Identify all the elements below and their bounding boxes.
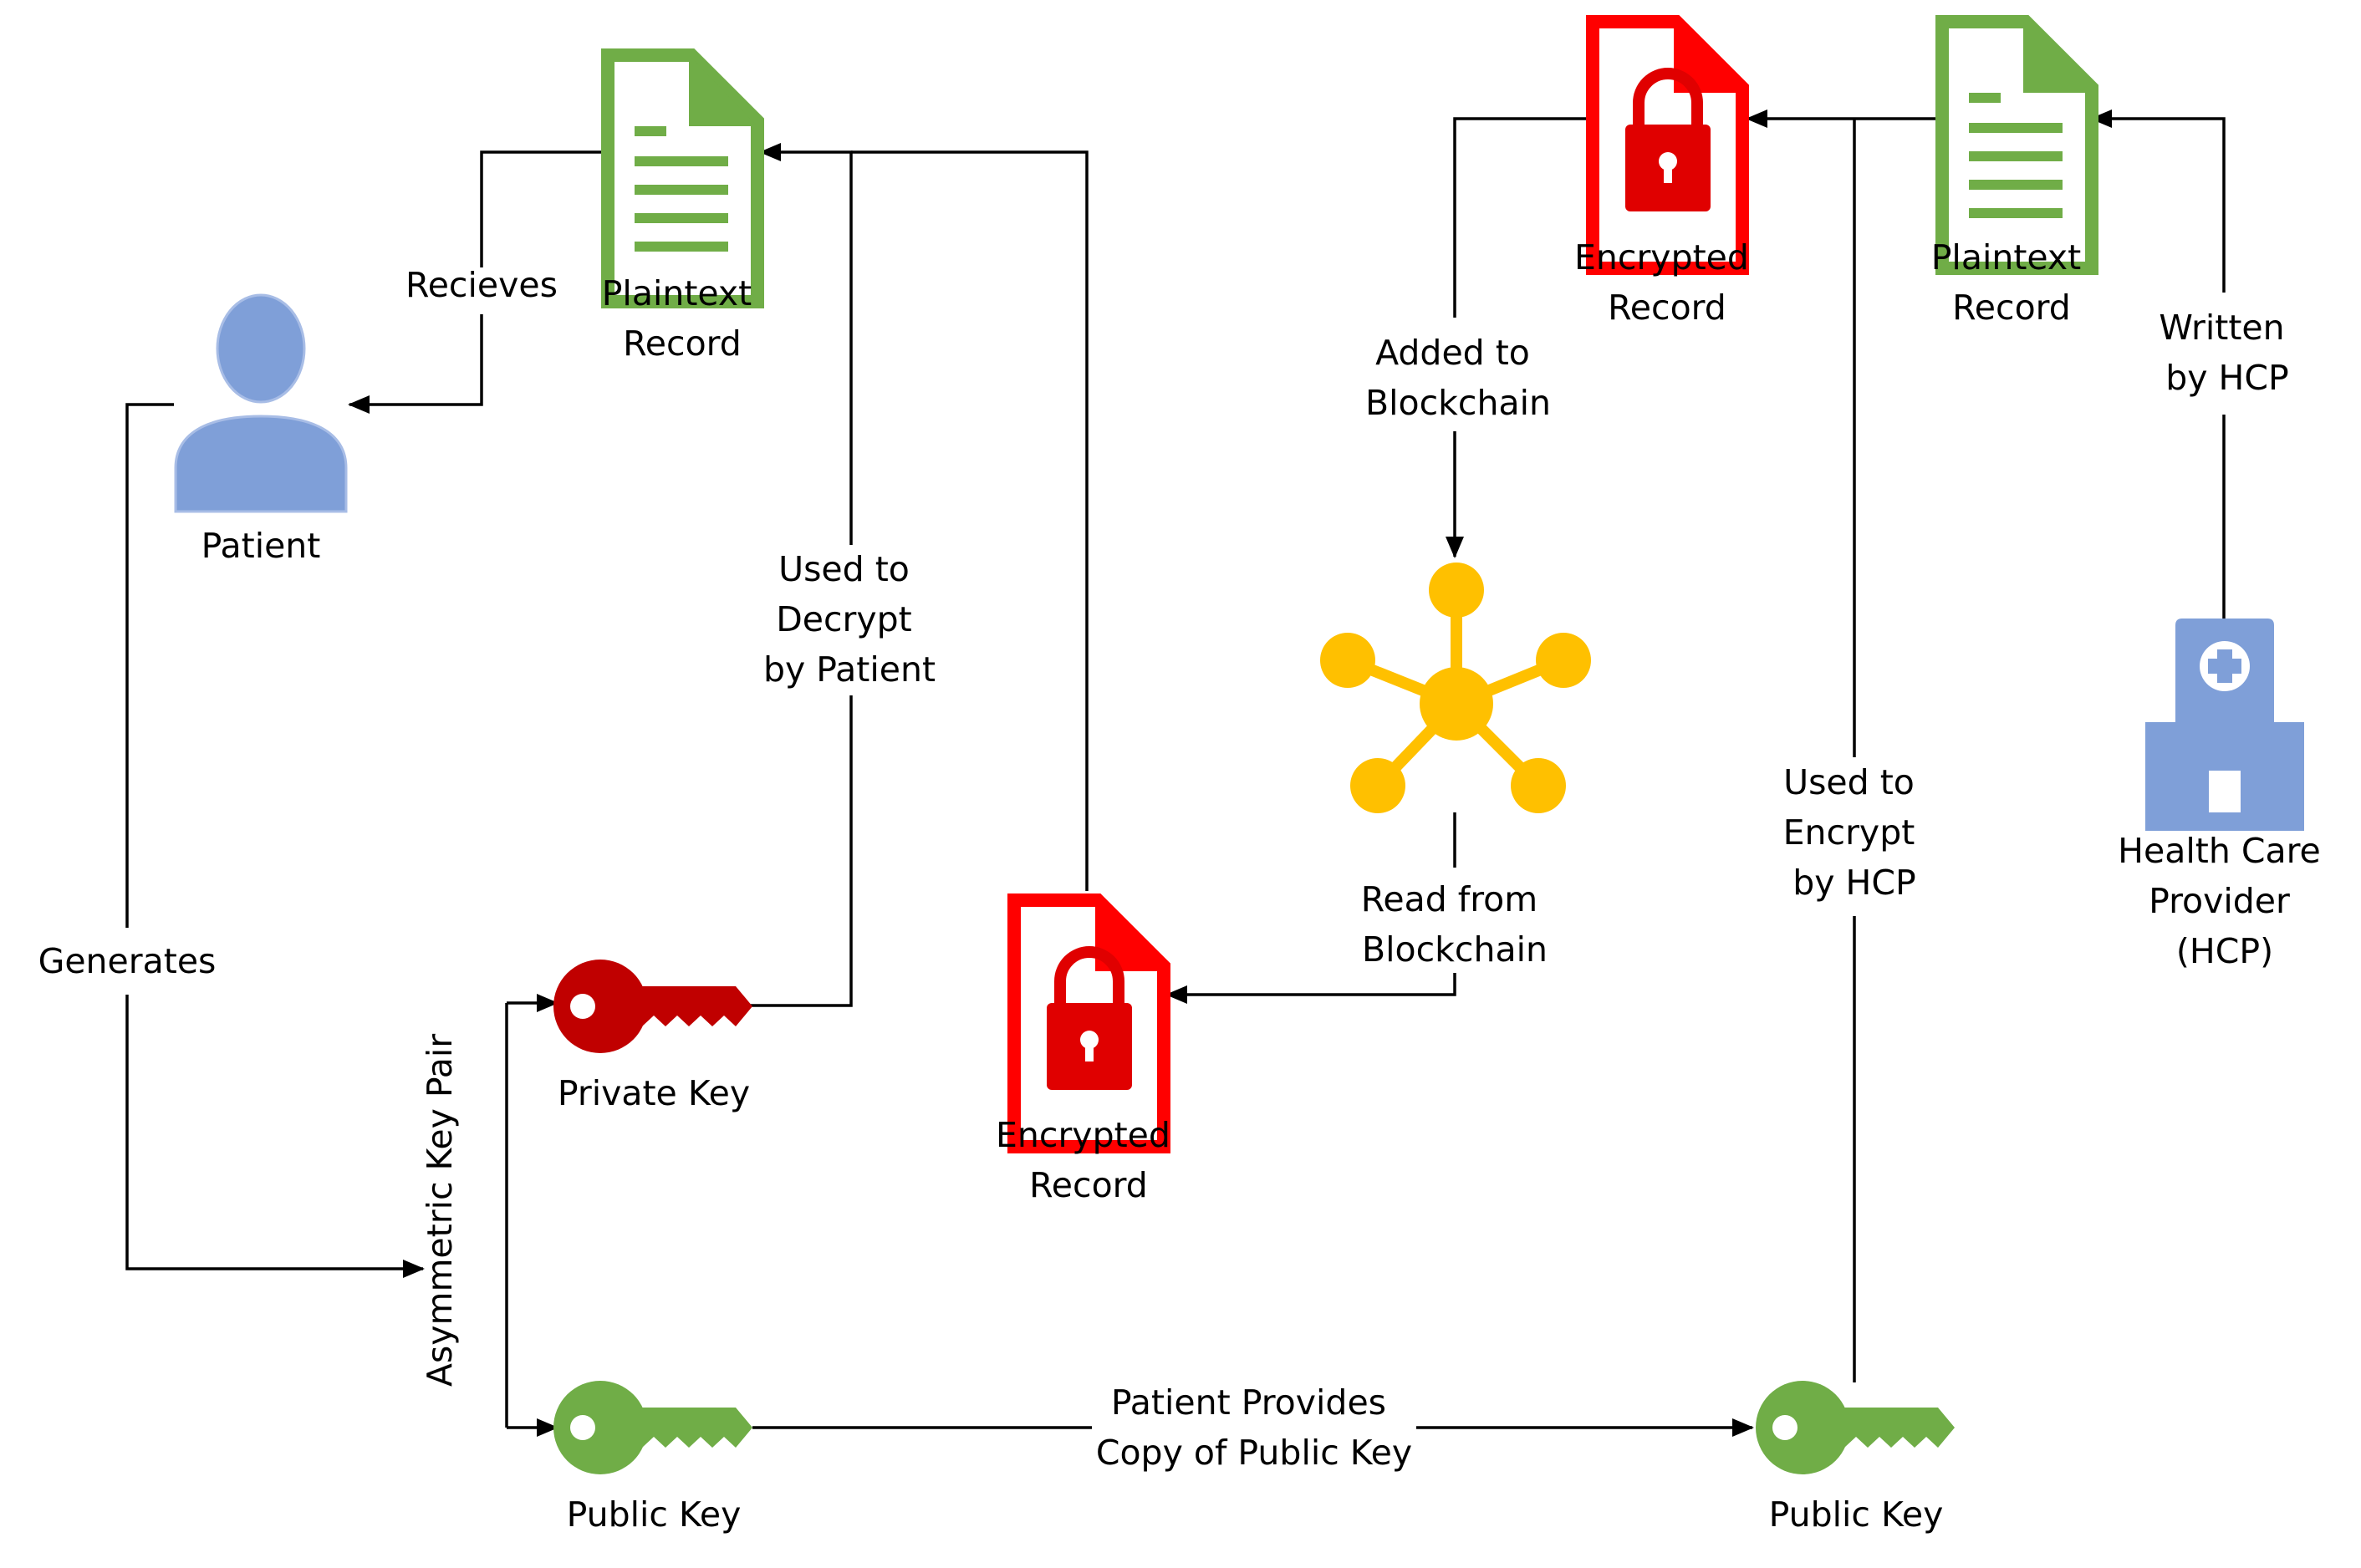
read-from-blockchain-label: Read from Blockchain [1361,879,1549,970]
recieves-label: Recieves [405,265,558,305]
encrypted-top-label: Encrypted Record [1574,237,1760,328]
edge-encrypted-to-plaintext [851,150,1089,891]
edge-added [1453,117,1587,318]
connectors [125,109,2226,1437]
public-key-left-label: Public Key [567,1494,742,1535]
edge-generates [125,403,174,928]
encrypted-bottom-label: Encrypted Record [996,1115,1181,1205]
edge-recieves [480,150,604,267]
public-key-right-label: Public Key [1769,1494,1944,1535]
plaintext-right-label: Plaintext Record [1931,237,2093,328]
encrypted-document-bottom-icon [1014,900,1164,1147]
edge-decrypt [749,695,853,1007]
edge-read-lower [1165,973,1456,1004]
patient-provides-label: Patient Provides Copy of Public Key [1096,1382,1412,1473]
edge-written-upper [2090,109,2226,293]
hospital-icon [2145,619,2304,831]
private-key-icon [553,960,752,1053]
decrypt-label: Used to Decrypt by Patient [763,549,936,690]
public-key-right-icon [1756,1381,1955,1474]
plaintext-document-left-icon [608,55,757,302]
hcp-label: Health Care Provider (HCP) [2118,831,2332,971]
patient-label: Patient [201,526,321,566]
encrypt-label: Used to Encrypt by HCP [1783,762,1926,903]
blockchain-network-icon [1320,563,1591,813]
added-to-blockchain-label: Added to Blockchain [1365,333,1551,423]
private-key-label: Private Key [558,1073,750,1113]
generates-label: Generates [38,941,217,981]
asymmetric-key-pair-label: Asymmetric Key Pair [420,1034,460,1387]
edge-decrypt-upper [759,143,853,545]
written-by-hcp-label: Written by HCP [2159,308,2295,398]
encrypted-document-top-icon [1593,22,1742,268]
edge-recieves-lower [348,314,483,414]
patient-icon [174,293,348,513]
edge-generates-lower [125,995,425,1278]
public-key-left-icon [553,1381,752,1474]
plaintext-left-label: Plaintext Record [602,273,763,364]
plaintext-document-right-icon [1942,22,2092,268]
